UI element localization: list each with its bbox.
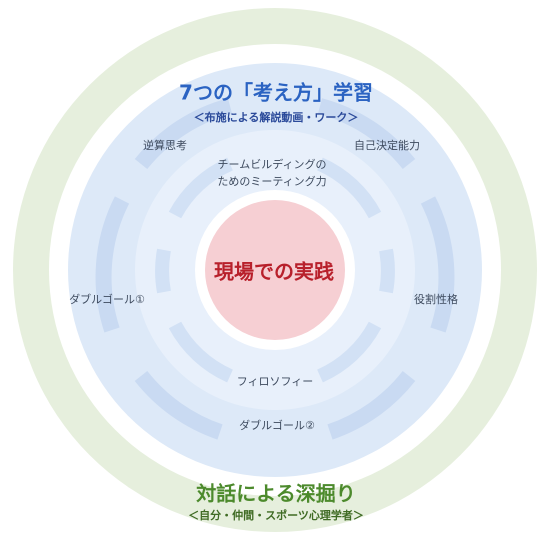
segment-arc bbox=[168, 321, 233, 383]
item-role-character: 役割性格 bbox=[414, 293, 458, 307]
segment-arc bbox=[134, 370, 223, 440]
inner-segments bbox=[155, 157, 395, 383]
middle-ring-title: 7つの「考え方」学習 bbox=[179, 80, 373, 105]
segment-arc bbox=[155, 248, 171, 294]
segment-arc bbox=[327, 370, 416, 440]
item-team-building-line2: ためのミーティング力 bbox=[217, 175, 327, 189]
segment-arc bbox=[379, 248, 395, 294]
outer-ring-subtitle: ＜自分・仲間・スポーツ心理学者＞ bbox=[188, 509, 364, 523]
item-double-goal-2: ダブルゴール② bbox=[239, 419, 315, 433]
item-reverse-thinking: 逆算思考 bbox=[143, 139, 187, 153]
segment-arc bbox=[134, 98, 233, 170]
center-circle bbox=[205, 200, 345, 340]
center-label: 現場での実践 bbox=[214, 259, 334, 284]
segment-arc bbox=[317, 157, 382, 219]
segment-arc bbox=[95, 196, 130, 333]
outer-segments bbox=[95, 98, 455, 440]
outer-ring-title: 対話による深掘り bbox=[196, 481, 356, 506]
item-team-building-line1: チームビルディングの bbox=[217, 158, 327, 172]
item-self-determination: 自己決定能力 bbox=[354, 139, 420, 153]
segment-arc bbox=[317, 98, 416, 170]
item-double-goal-1: ダブルゴール① bbox=[69, 293, 145, 307]
middle-ring-subtitle: ＜布施による解説動画・ワーク＞ bbox=[193, 111, 359, 125]
item-philosophy: フィロソフィー bbox=[236, 375, 314, 389]
segment-arc bbox=[420, 196, 455, 333]
segment-arc bbox=[168, 157, 233, 219]
segment-arc bbox=[317, 321, 382, 383]
